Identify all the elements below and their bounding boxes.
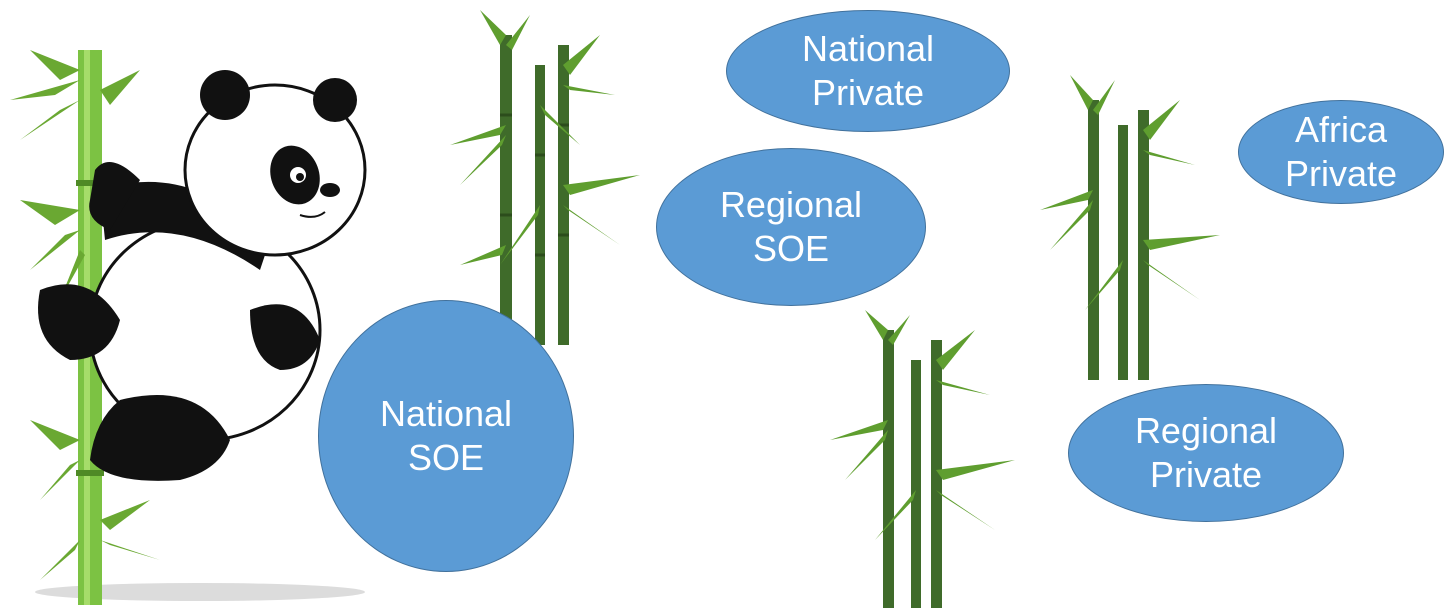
national-soe-ellipse: National SOE	[318, 300, 574, 572]
regional-private-ellipse: Regional Private	[1068, 384, 1344, 522]
bamboo-cluster	[830, 310, 1015, 608]
national-private-label: National Private	[801, 28, 935, 113]
bamboo-cluster	[1040, 75, 1220, 380]
panda-illustration	[10, 50, 367, 605]
regional-soe-ellipse: Regional SOE	[656, 148, 926, 306]
bamboo-cluster	[450, 10, 640, 345]
africa-private-label: Africa Private	[1284, 109, 1398, 194]
regional-private-label: Regional Private	[1134, 410, 1278, 495]
regional-soe-label: Regional SOE	[719, 184, 863, 269]
national-soe-label: National SOE	[379, 393, 513, 478]
national-private-ellipse: National Private	[726, 10, 1010, 132]
africa-private-ellipse: Africa Private	[1238, 100, 1444, 204]
